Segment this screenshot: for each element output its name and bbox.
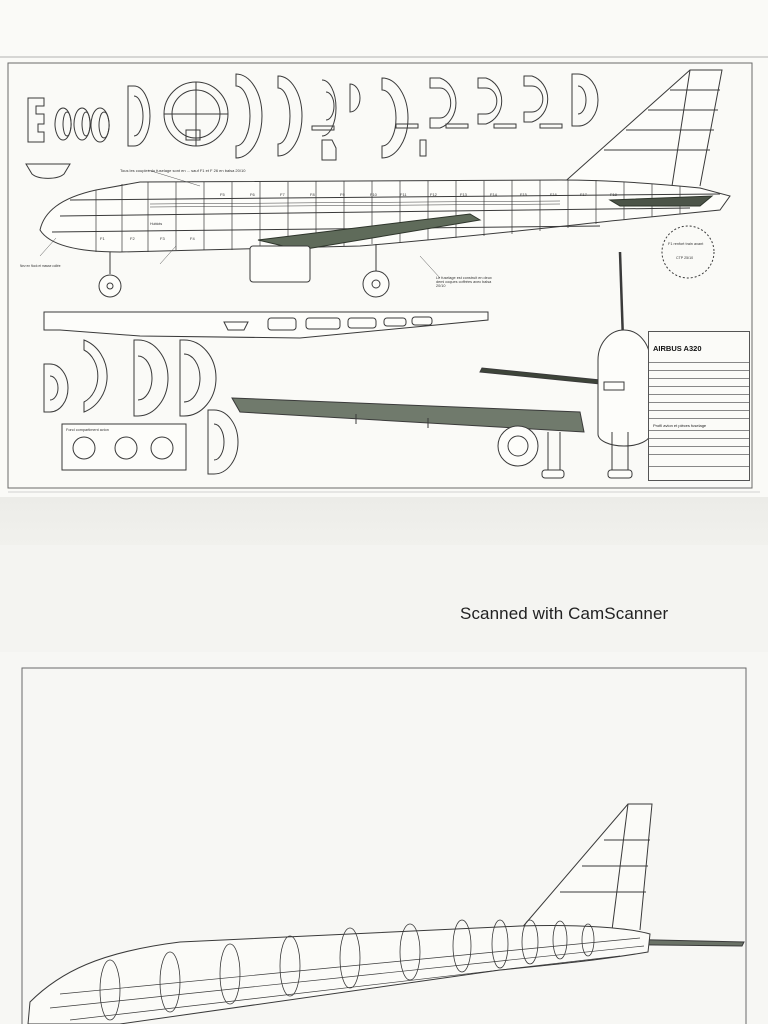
scan-margin: [0, 497, 768, 545]
fuselage-profile: [39, 69, 731, 298]
long-spar-part: [43, 311, 489, 339]
frame-label: F2: [130, 236, 135, 241]
frame-label: F17: [580, 192, 588, 197]
frame-label: F5: [220, 192, 225, 197]
plan-drawing: F1F2F3F4F5F6F7F8F9F10F11F12F13F14F15F16F…: [0, 56, 768, 493]
plan-title: AIRBUS A320: [653, 344, 702, 353]
frame-label: F10: [370, 192, 378, 197]
title-block: AIRBUS A320 Profil avion et pièces fusel…: [648, 331, 750, 481]
fairing-note: Fond compartiment avion: [66, 428, 109, 432]
frame-label: F3: [160, 236, 165, 241]
reinforcement-note: F1 renfort train avant: [668, 242, 704, 246]
cabin-label: Hublots: [150, 222, 163, 226]
frame-label-group: F1 F2 F3 F4 F5 F6 F7 F8 F9 F10 F11 F12 F13 F14 F15 F16 F…: [100, 192, 618, 241]
isometric-fuselage-drawing: [21, 667, 747, 1024]
frame-label: F1: [100, 236, 105, 241]
nose-note: Nez en flock et masse collée: [20, 264, 61, 268]
frame-label: F14: [490, 192, 498, 197]
frame-label: F4: [190, 236, 195, 241]
frames-note: Tous les couples du fuselage sont en ...…: [120, 168, 246, 173]
plan-sheet-page-2: [0, 652, 768, 1024]
section-heading: Profil avion et pièces fuselage: [653, 423, 707, 428]
frame-label: F9: [340, 192, 345, 197]
scanner-caption: Scanned with CamScanner: [460, 604, 669, 623]
shell-note: Le fuselage est construit en deux demi c…: [436, 276, 492, 288]
frame-label: F15: [520, 192, 528, 197]
frame-label: F18: [610, 192, 618, 197]
front-view: [231, 251, 651, 479]
frame-label: F12: [430, 192, 438, 197]
lower-frame-parts: [43, 339, 239, 475]
frame-label: F6: [250, 192, 255, 197]
frame-label: F13: [460, 192, 468, 197]
frame-label: F11: [400, 192, 407, 197]
reinforcement-scale: CTP 25/10: [676, 256, 694, 260]
frame-parts-row: [25, 73, 599, 179]
frame-label: F7: [280, 192, 285, 197]
frame-label: F8: [310, 192, 315, 197]
frame-label: F16: [550, 192, 558, 197]
